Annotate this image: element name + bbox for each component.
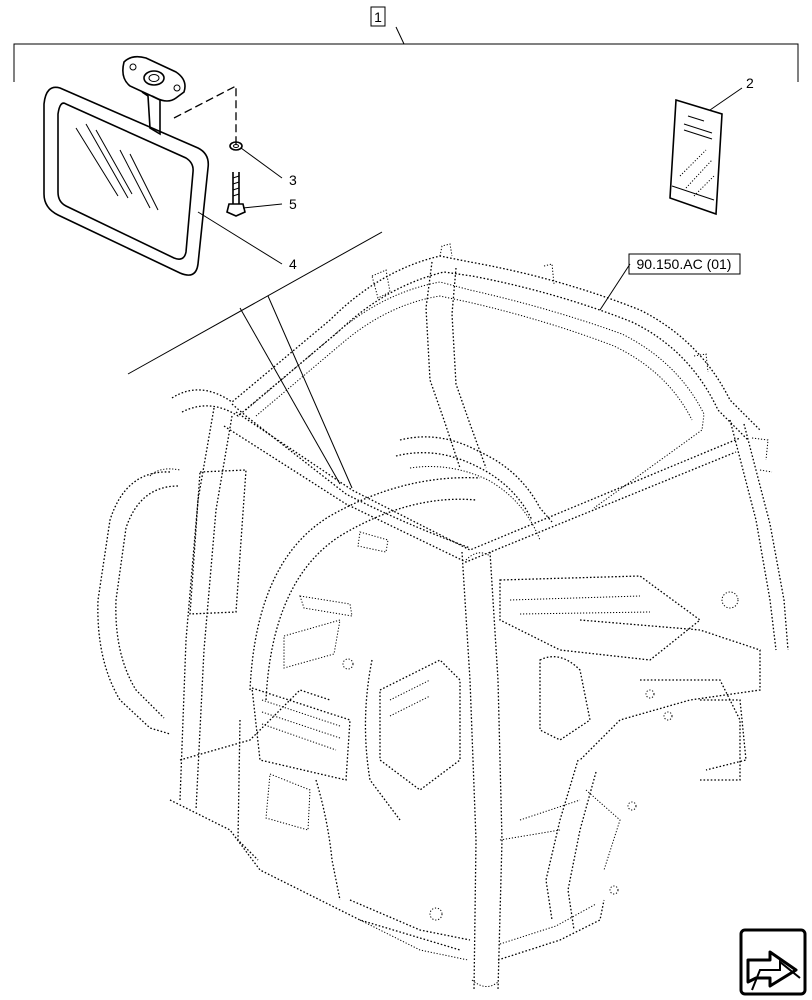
mounting-lines [127, 231, 383, 489]
cab-frame [97, 243, 789, 991]
callout-4: 4 [289, 256, 297, 272]
reference-box: 90.150.AC (01) [599, 253, 741, 311]
callout-2: 2 [746, 75, 754, 91]
next-page-arrow-icon[interactable] [739, 928, 807, 996]
callout-5: 5 [289, 196, 297, 212]
reference-label: 90.150.AC (01) [637, 256, 732, 272]
kit-bracket: 1 [13, 6, 799, 82]
callout-1: 1 [374, 9, 382, 25]
manual-booklet: 2 [669, 75, 754, 216]
callout-3: 3 [289, 172, 297, 188]
mirror-assembly: 3 5 4 [43, 55, 297, 276]
